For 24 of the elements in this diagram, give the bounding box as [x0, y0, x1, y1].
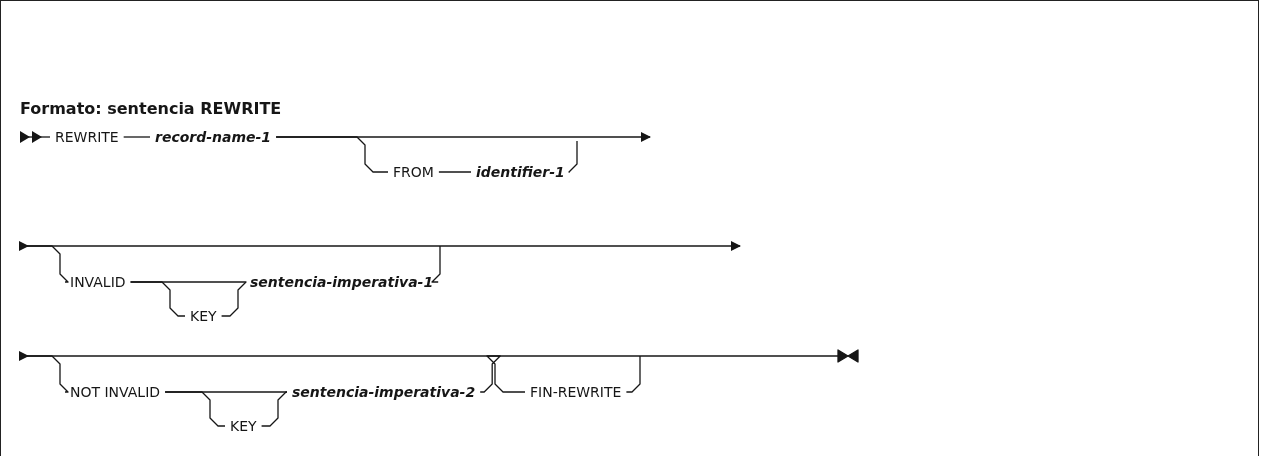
- keyword: KEY: [190, 307, 217, 325]
- variable-name: record-name-1: [155, 128, 272, 146]
- variable-name: sentencia-imperativa-2: [292, 383, 476, 401]
- connector-line: [19, 131, 51, 143]
- connector-line: [431, 245, 441, 283]
- connector-line: [479, 355, 526, 393]
- connector-line: [129, 281, 246, 283]
- connector-line: [568, 140, 578, 173]
- diagram-title: Formato: sentencia REWRITE: [20, 99, 282, 118]
- keyword: FIN-REWRITE: [530, 383, 622, 401]
- variable-name: sentencia-imperativa-1: [250, 273, 434, 291]
- connector-line: [625, 355, 641, 393]
- keyword: INVALID: [70, 273, 126, 291]
- connector-line: [275, 132, 651, 142]
- connector-line: [220, 281, 247, 317]
- keyword: FROM: [393, 163, 434, 181]
- keyword: REWRITE: [55, 128, 119, 146]
- connector-line: [164, 391, 288, 393]
- keyword: KEY: [230, 417, 257, 435]
- connector-line: [260, 391, 288, 427]
- connector-line: [123, 136, 151, 138]
- keyword: NOT INVALID: [70, 383, 161, 401]
- connector-line: [438, 171, 472, 173]
- variable-name: identifier-1: [476, 163, 565, 181]
